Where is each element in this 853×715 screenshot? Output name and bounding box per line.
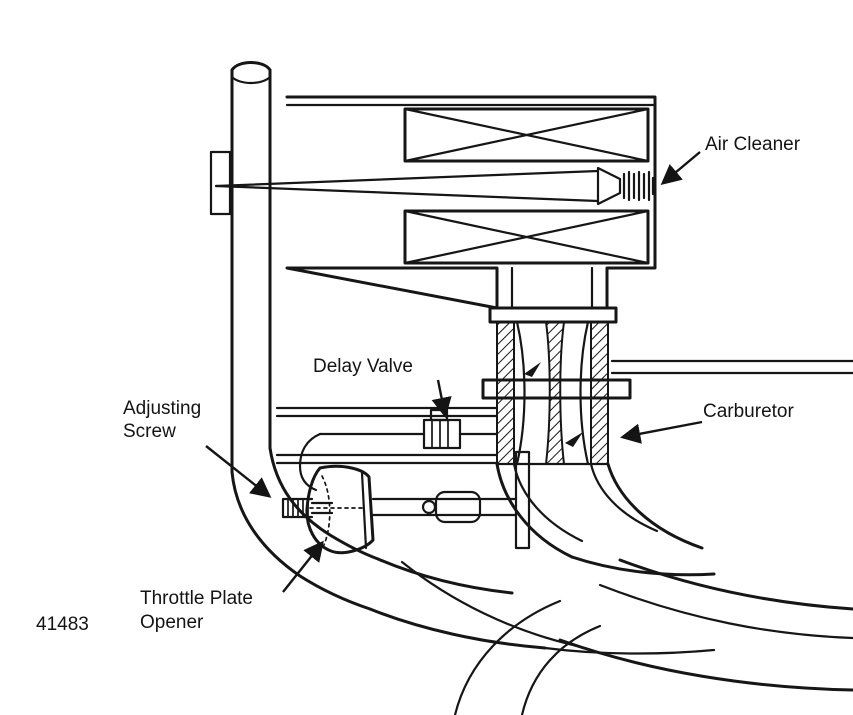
center-stud bbox=[214, 166, 622, 206]
flow-arrow-icon bbox=[524, 362, 541, 377]
engine-contours bbox=[368, 557, 853, 715]
filter-element-top bbox=[403, 107, 650, 163]
carburetor-body bbox=[481, 306, 853, 577]
label-carburetor: Carburetor bbox=[703, 401, 794, 422]
air-cleaner-assembly bbox=[209, 95, 657, 310]
leader-air-cleaner bbox=[660, 151, 701, 185]
leader-throttle-plate-opener bbox=[282, 540, 324, 593]
linkage-bracket bbox=[514, 450, 531, 550]
label-adjusting-screw-line2: Screw bbox=[123, 421, 176, 442]
actuator-rod bbox=[371, 490, 518, 524]
delay-valve-assembly bbox=[275, 406, 499, 492]
figure-number: 41483 bbox=[36, 614, 89, 635]
leader-delay-valve bbox=[431, 379, 452, 419]
label-delay-valve: Delay Valve bbox=[313, 356, 413, 377]
carb-wall-left bbox=[496, 321, 515, 465]
label-throttle-plate-opener-line2: Opener bbox=[140, 612, 204, 633]
wing-nut-icon bbox=[622, 170, 655, 202]
filter-element-bottom bbox=[403, 209, 650, 265]
throttle-plate-opener bbox=[281, 464, 518, 555]
leader-carburetor bbox=[619, 420, 703, 444]
label-adjusting-screw-line1: Adjusting bbox=[123, 398, 201, 419]
flow-arrow-icon bbox=[565, 432, 583, 447]
stud-bracket bbox=[209, 150, 232, 216]
intake-pipe bbox=[230, 61, 380, 611]
label-throttle-plate-opener-line1: Throttle Plate bbox=[140, 588, 253, 609]
leader-adjusting-screw bbox=[205, 445, 272, 498]
label-air-cleaner: Air Cleaner bbox=[705, 134, 801, 155]
carb-venturi-center bbox=[544, 321, 566, 465]
carb-wall-right bbox=[590, 321, 609, 465]
